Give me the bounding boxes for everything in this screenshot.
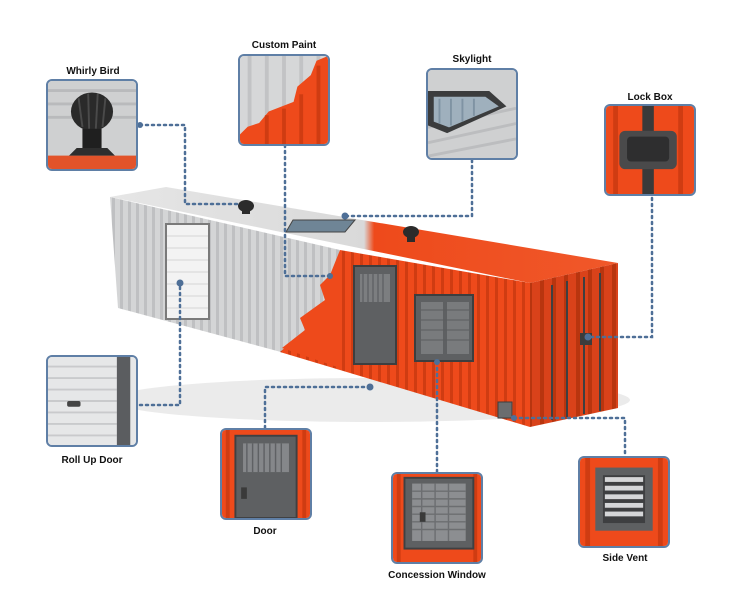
label-skylight: Skylight [452, 54, 492, 65]
paint-splash-edge [282, 250, 340, 368]
label-whirly-bird: Whirly Bird [66, 66, 120, 77]
callout-whirly-bird [46, 79, 138, 171]
label-custom-paint: Custom Paint [251, 40, 317, 51]
door-shape [353, 265, 397, 365]
callout-roll-up-door [46, 355, 138, 447]
container-roof [110, 187, 618, 283]
callout-custom-paint [238, 54, 330, 146]
door-thumbnail-icon [222, 430, 310, 518]
callout-side-vent [578, 456, 670, 548]
lock-box-thumbnail-icon [606, 106, 694, 194]
callout-skylight [426, 68, 518, 160]
callout-concession-window [391, 472, 483, 564]
lock-box-shape [580, 333, 592, 345]
roll-up-door-shape [165, 223, 210, 320]
label-concession-window: Concession Window [388, 570, 486, 581]
concession-window-shape [414, 294, 474, 362]
label-side-vent: Side Vent [602, 553, 648, 564]
label-roll-up-door: Roll Up Door [61, 455, 123, 466]
whirly-bird-shapes [238, 200, 419, 242]
whirly-bird-thumbnail-icon [48, 81, 136, 169]
custom-paint-thumbnail-icon [240, 56, 328, 144]
callout-lock-box [604, 104, 696, 196]
container-end-wall [530, 263, 618, 427]
concession-window-thumbnail-icon [393, 474, 481, 562]
side-vent-thumbnail-icon [580, 458, 668, 546]
side-vent-shape [497, 401, 513, 419]
label-door: Door [253, 526, 277, 537]
skylight-shape [285, 219, 357, 233]
label-lock-box: Lock Box [627, 92, 673, 103]
callout-door [220, 428, 312, 520]
roll-up-door-thumbnail-icon [48, 357, 136, 445]
skylight-thumbnail-icon [428, 70, 516, 158]
